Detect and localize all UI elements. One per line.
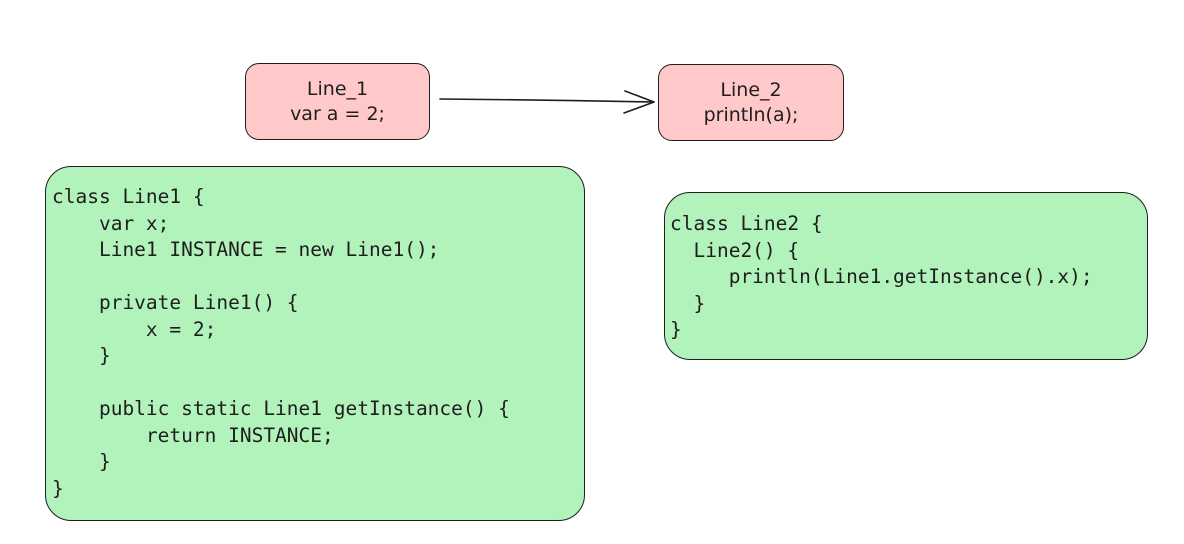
- code-line: class Line2 {: [670, 212, 823, 235]
- line-1-node: Line_1 var a = 2;: [245, 63, 430, 140]
- arrow-head: [623, 90, 655, 114]
- code-line: }: [670, 291, 706, 315]
- line1-class-code-block: [45, 166, 585, 521]
- line-2-title: Line_2: [720, 78, 782, 101]
- line2-class-code-block: [664, 192, 1148, 360]
- code-line: Line2() {: [670, 238, 800, 262]
- line-2-code: println(a);: [703, 103, 799, 126]
- line2-class-code: class Line2 { Line2() { println(Line1.ge…: [670, 211, 1093, 344]
- code-line: Line1 INSTANCE = new Line1();: [52, 238, 440, 261]
- line1-class-code: class Line1 { var x; Line1 INSTANCE = ne…: [52, 184, 510, 502]
- code-line: public static Line1 getInstance() {: [52, 397, 510, 420]
- code-line: }: [52, 450, 111, 473]
- code-line: class Line1 {: [52, 185, 205, 208]
- code-line: }: [670, 318, 682, 341]
- arrow-shaft: [439, 98, 655, 103]
- code-line: return INSTANCE;: [52, 423, 334, 447]
- code-line: var x;: [52, 211, 170, 235]
- code-line: println(Line1.getInstance().x);: [670, 265, 1093, 288]
- code-line: private Line1() {: [52, 291, 299, 314]
- line-1-code: var a = 2;: [290, 102, 385, 125]
- code-line: x = 2;: [52, 317, 217, 341]
- line-2-node: Line_2 println(a);: [658, 64, 844, 141]
- line-1-title: Line_1: [306, 77, 369, 100]
- code-line: }: [52, 344, 111, 367]
- code-line: }: [52, 476, 64, 500]
